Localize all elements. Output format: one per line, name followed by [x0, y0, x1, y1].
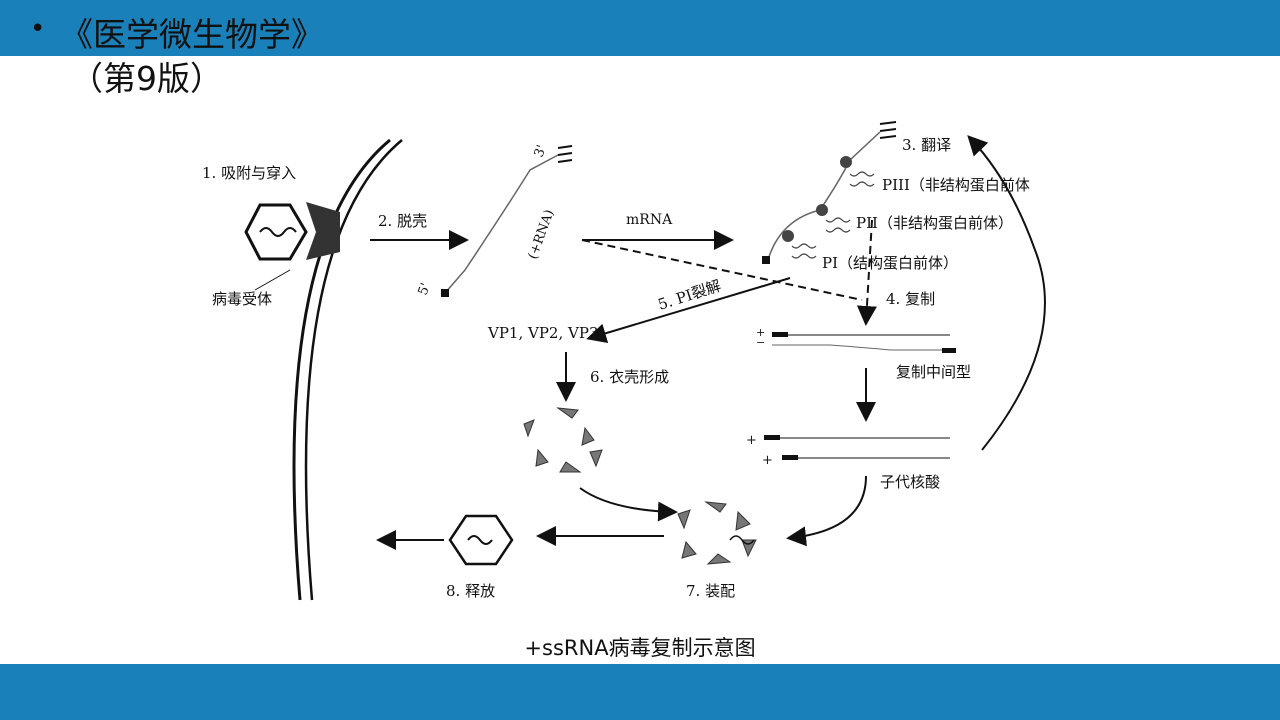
label-receptor: 病毒受体: [212, 290, 272, 308]
receptor-icon: [306, 202, 340, 260]
label-step7: 7. 装配: [686, 582, 735, 600]
virus-hexagon-icon: [244, 203, 308, 261]
bottom-bar: [0, 664, 1280, 720]
label-3-end: 3': [532, 143, 550, 159]
svg-text:+: +: [746, 433, 757, 448]
replication-diagram: 1. 吸附与穿入 病毒受体 2. 脱壳 3' 5' (+RNA) mRNA 3.…: [202, 121, 1046, 601]
label-plus-rna: (+RNA): [526, 208, 558, 262]
viral-rna-icon: [259, 227, 297, 237]
svg-text:−: −: [756, 336, 765, 349]
ribosome-icon: [840, 156, 852, 168]
cell-membrane-outer: [292, 138, 391, 601]
plus-rna-strand: [444, 154, 559, 294]
capsid-subunits-icon: [523, 407, 603, 473]
label-step2: 2. 脱壳: [378, 212, 427, 230]
figure-caption: +ssRNA病毒复制示意图: [524, 636, 756, 660]
label-step3: 3. 翻译: [902, 136, 951, 154]
slide-title: 《医学微生物学》: [60, 15, 324, 54]
ribosome-icon: [816, 204, 828, 216]
label-vp: VP1, VP2, VP3: [487, 324, 598, 342]
svg-text:+: +: [762, 453, 773, 468]
slide-subtitle: （第9版）: [70, 59, 223, 98]
label-step4: 4. 复制: [886, 290, 935, 308]
label-5-end: 5': [416, 281, 434, 297]
label-intermediate: 复制中间型: [896, 363, 971, 381]
label-mrna: mRNA: [626, 212, 673, 228]
assembling-virion-icon: [677, 501, 757, 565]
cell-membrane-inner: [304, 139, 403, 601]
ribosome-icon: [782, 230, 794, 242]
label-p2: PII（非结构蛋白前体）: [856, 214, 1013, 232]
label-progeny: 子代核酸: [880, 473, 940, 491]
bullet-point: •: [30, 14, 46, 44]
top-bar: [0, 0, 1280, 56]
label-p1: PI（结构蛋白前体）: [822, 254, 958, 272]
label-p3: PIII（非结构蛋白前体: [882, 176, 1030, 194]
svg-text:+: +: [756, 326, 765, 339]
label-step1: 1. 吸附与穿入: [202, 164, 296, 182]
label-step8: 8. 释放: [446, 582, 495, 600]
label-step6: 6. 衣壳形成: [590, 368, 669, 386]
